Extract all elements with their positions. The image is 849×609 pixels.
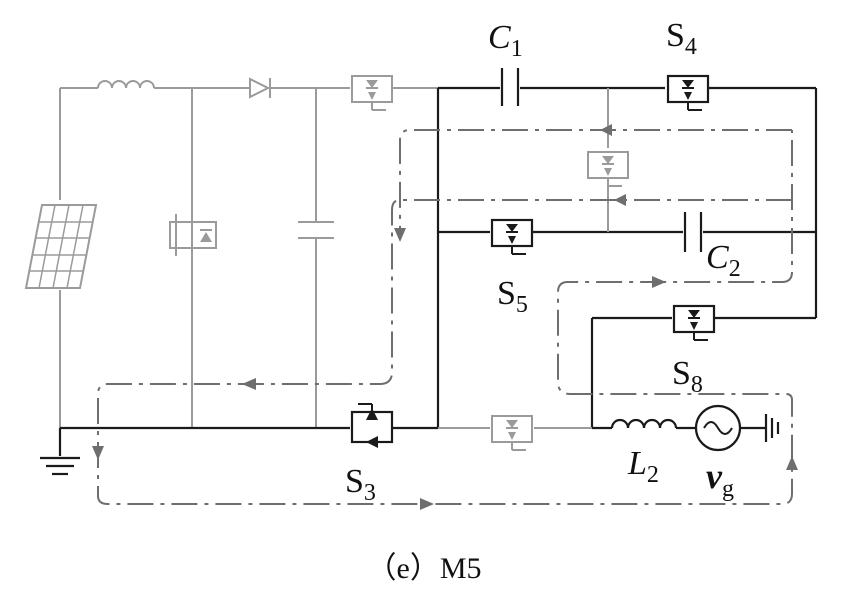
component-labels: C1 S4 C2 S5 S8 S3 L2 vg bbox=[345, 17, 741, 506]
label-l2: L2 bbox=[627, 445, 659, 488]
figure-caption: （e）M5 bbox=[367, 552, 482, 585]
capacitor-c1-icon bbox=[500, 68, 520, 106]
capacitor-c2-icon bbox=[683, 212, 703, 252]
active-circuit bbox=[60, 68, 818, 452]
label-c1: C1 bbox=[488, 19, 523, 62]
ground-right-icon bbox=[764, 414, 780, 442]
label-s3: S3 bbox=[345, 463, 376, 506]
front-end-stage bbox=[24, 75, 438, 428]
switch-s7-icon bbox=[491, 415, 533, 451]
dc-link-capacitor-icon bbox=[298, 221, 334, 239]
ac-source-icon bbox=[694, 404, 742, 452]
switch-s4-icon bbox=[666, 74, 710, 112]
label-c2: C2 bbox=[706, 239, 741, 282]
label-s5: S5 bbox=[497, 275, 528, 318]
boost-mosfet-icon bbox=[169, 214, 217, 256]
inductor-l2-icon bbox=[610, 418, 678, 429]
switch-s6-icon bbox=[587, 151, 629, 187]
switch-s8-icon bbox=[672, 304, 716, 342]
solar-panel-icon bbox=[24, 204, 98, 289]
label-s8: S8 bbox=[672, 355, 703, 398]
ground-left-icon bbox=[40, 428, 80, 476]
label-s4: S4 bbox=[666, 17, 697, 60]
mosfet-icon bbox=[351, 75, 393, 111]
switch-s5-icon bbox=[490, 218, 534, 256]
switch-s3-icon bbox=[350, 403, 394, 448]
diode-icon bbox=[249, 77, 271, 99]
current-flow-paths bbox=[92, 124, 798, 510]
label-vg: vg bbox=[706, 456, 734, 502]
